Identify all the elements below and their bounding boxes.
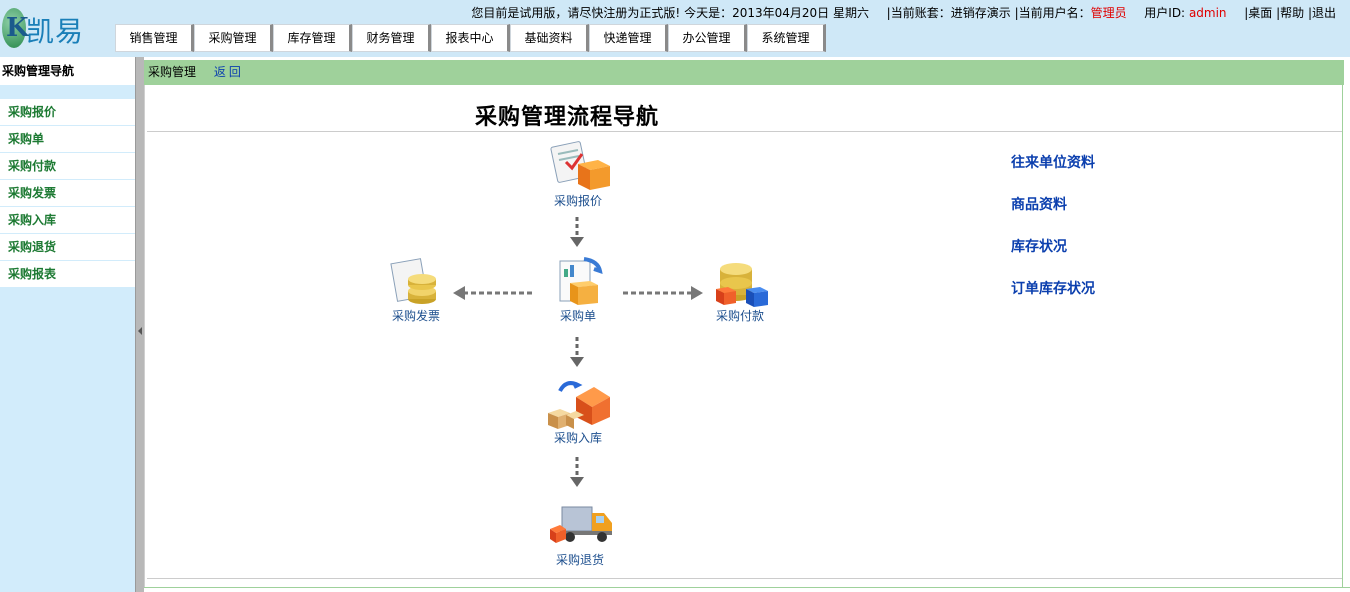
sidebar-splitter[interactable] — [135, 57, 144, 592]
tab-sales[interactable]: 销售管理 — [115, 24, 194, 52]
bottom-divider — [147, 578, 1342, 579]
flow-frame: 采购管理流程导航 采购报价 — [144, 85, 1344, 590]
user-label: |当前用户名： — [1014, 6, 1091, 20]
weekday: 星期六 — [833, 6, 870, 20]
tab-inventory[interactable]: 库存管理 — [273, 24, 352, 52]
flow-node-return[interactable]: 采购退货 — [535, 499, 625, 568]
node-label-return: 采购退货 — [555, 553, 604, 567]
sidebar-item-payment[interactable]: 采购付款 — [0, 153, 135, 180]
arrow-down-icon — [570, 217, 584, 247]
help-link[interactable]: |帮助 — [1276, 6, 1305, 20]
quick-links: 往来单位资料 商品资料 库存状况 订单库存状况 — [1011, 152, 1095, 320]
logo-mark: K — [2, 8, 29, 48]
main-panel: 采购管理 返回 采购管理流程导航 采购报价 — [144, 57, 1350, 592]
today-label: 今天是： — [684, 6, 733, 20]
invoice-icon — [382, 255, 450, 305]
app-logo: K 凯易通 — [0, 4, 112, 88]
top-info-bar: 您目前是试用版，请尽快注册为正式版! 今天是：2013年04月20日 星期六 |… — [471, 4, 1336, 21]
account-value: 进销存演示 — [950, 6, 1011, 20]
node-label-stock-in: 采购入库 — [553, 431, 602, 445]
sidebar: 采购管理导航 采购报价 采购单 采购付款 采购发票 采购入库 采购退货 采购报表 — [0, 57, 135, 592]
account-label: |当前账套： — [886, 6, 951, 20]
link-order-stock-status[interactable]: 订单库存状况 — [1011, 281, 1095, 297]
page-title: 采购管理流程导航 — [475, 104, 660, 130]
link-partner-data[interactable]: 往来单位资料 — [1011, 155, 1095, 171]
arrow-down-icon — [570, 457, 584, 487]
collapse-arrow-icon[interactable] — [138, 327, 142, 335]
main-nav: 销售管理 采购管理 库存管理 财务管理 报表中心 基础资料 快递管理 办公管理 … — [115, 24, 826, 52]
tab-express[interactable]: 快递管理 — [589, 24, 668, 52]
desktop-link[interactable]: |桌面 — [1244, 6, 1273, 20]
title-divider — [147, 131, 1342, 132]
flow-node-stock-in[interactable]: 采购入库 — [533, 377, 623, 446]
flow-node-quote[interactable]: 采购报价 — [533, 140, 623, 209]
horizontal-scrollbar[interactable] — [144, 587, 1350, 592]
sidebar-item-quote[interactable]: 采购报价 — [0, 99, 135, 126]
flow-node-payment[interactable]: 采购付款 — [695, 255, 785, 324]
arrow-left-icon — [453, 286, 533, 300]
node-label-invoice: 采购发票 — [391, 309, 440, 323]
tab-reports[interactable]: 报表中心 — [431, 24, 510, 52]
node-label-order: 采购单 — [559, 309, 596, 323]
arrow-down-icon — [570, 337, 584, 367]
breadcrumb: 采购管理 — [148, 65, 197, 79]
link-product-data[interactable]: 商品资料 — [1011, 197, 1067, 213]
quote-icon — [544, 140, 612, 190]
app-header: K 凯易通 您目前是试用版，请尽快注册为正式版! 今天是：2013年04月20日… — [0, 0, 1350, 88]
vertical-scrollbar[interactable] — [1342, 85, 1350, 592]
tab-purchase[interactable]: 采购管理 — [194, 24, 273, 52]
uid-label: 用户ID: — [1144, 6, 1186, 20]
logout-link[interactable]: |退出 — [1307, 6, 1336, 20]
tab-finance[interactable]: 财务管理 — [352, 24, 431, 52]
sidebar-item-report[interactable]: 采购报表 — [0, 261, 135, 288]
flow-node-invoice[interactable]: 采购发票 — [371, 255, 461, 324]
node-label-payment: 采购付款 — [715, 309, 764, 323]
user-value: 管理员 — [1090, 6, 1127, 20]
tab-office[interactable]: 办公管理 — [668, 24, 747, 52]
sidebar-item-stock-in[interactable]: 采购入库 — [0, 207, 135, 234]
flow-node-order[interactable]: 采购单 — [533, 255, 623, 324]
node-label-quote: 采购报价 — [553, 194, 602, 208]
sidebar-title: 采购管理导航 — [0, 57, 135, 85]
order-icon — [544, 255, 612, 305]
sidebar-item-invoice[interactable]: 采购发票 — [0, 180, 135, 207]
sidebar-item-order[interactable]: 采购单 — [0, 126, 135, 153]
payment-icon — [706, 255, 774, 307]
arrow-right-icon — [623, 286, 703, 300]
sidebar-item-return[interactable]: 采购退货 — [0, 234, 135, 261]
tab-basic-data[interactable]: 基础资料 — [510, 24, 589, 52]
link-stock-status[interactable]: 库存状况 — [1011, 239, 1067, 255]
tab-system[interactable]: 系统管理 — [747, 24, 826, 52]
sidebar-list: 采购报价 采购单 采购付款 采购发票 采购入库 采购退货 采购报表 — [0, 99, 135, 288]
uid-value: admin — [1188, 6, 1227, 20]
return-truck-icon — [546, 499, 614, 549]
back-link[interactable]: 返回 — [213, 65, 244, 79]
today-date: 2013年04月20日 — [732, 6, 830, 20]
trial-notice: 您目前是试用版，请尽快注册为正式版! — [471, 6, 681, 20]
stock-in-icon — [544, 377, 612, 429]
breadcrumb-bar: 采购管理 返回 — [144, 60, 1344, 85]
